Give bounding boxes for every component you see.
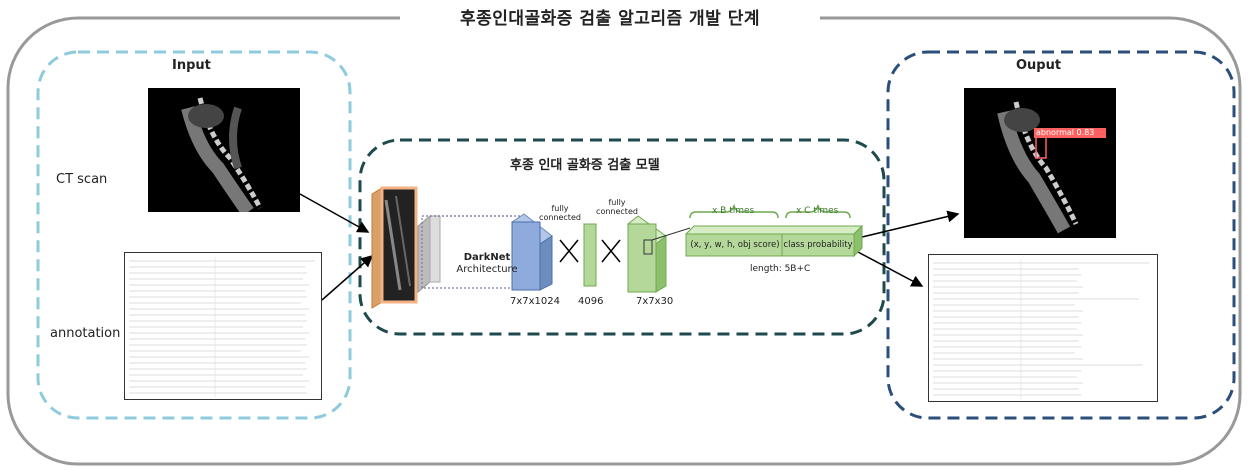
brace-c [785,203,851,219]
box-coords-label: (x, y, w, h, obj score) [690,240,780,250]
annotation-table-image [124,252,322,400]
fc1-label-line1: fully [551,204,569,213]
annotation-label: annotation [50,326,121,341]
input-box [36,50,352,420]
arrow-ct-to-model [299,193,370,233]
xc-times-label: x C times [796,206,839,216]
output-table-graphic [933,259,1149,399]
dim-7x7x1024: 7x7x1024 [510,296,561,307]
annotation-table-graphic [129,257,315,397]
arrow-model-to-ct-output [857,210,960,239]
fc2-label-line1: fully [608,198,626,207]
dim-4096: 4096 [578,296,604,307]
darknet-label-line1: DarkNet [463,252,511,263]
vector-class-prob [781,233,855,257]
darknet-label-line2: Architecture [456,264,518,275]
gray-layer-slab [417,214,431,294]
ct-output-graphic [964,88,1116,238]
block-7x7x1024 [511,221,541,291]
xb-times-label: x B times [712,206,755,216]
ct-scan-label: CT scan [56,172,108,187]
input-label: Input [172,58,211,73]
output-label: Ouput [1016,58,1062,73]
arrow-annotation-to-model [321,255,374,301]
output-table-image [928,254,1158,402]
vector-top [684,225,864,235]
block-7x7x30-side [655,234,667,293]
ct-scan-graphic [148,88,300,212]
detection-label-bg [1034,128,1106,138]
model-label: 후종 인대 골화증 검출 모델 [510,158,660,173]
class-prob-label: class probability [783,240,853,250]
detection-label: abnormal 0.83 [1036,128,1095,137]
block-7x7x1024-side [539,235,553,291]
cell-to-vector-line [651,227,691,241]
dim-7x7x30: 7x7x30 [636,296,674,307]
fc1-label-line2: connected [539,213,581,222]
ct-scan-image [148,88,300,212]
brace-b [689,203,779,219]
diagram-title: 후종인대골화증 검출 알고리즘 개발 단계 [400,4,820,29]
length-label: length: 5B+C [750,264,811,274]
arrow-model-to-table-output [857,251,924,287]
output-box [886,50,1236,420]
block-7x7x30 [627,223,657,293]
ct-output-image: abnormal 0.83 [964,88,1116,238]
block-4096 [583,223,597,287]
fc2-label-line2: connected [596,207,638,216]
